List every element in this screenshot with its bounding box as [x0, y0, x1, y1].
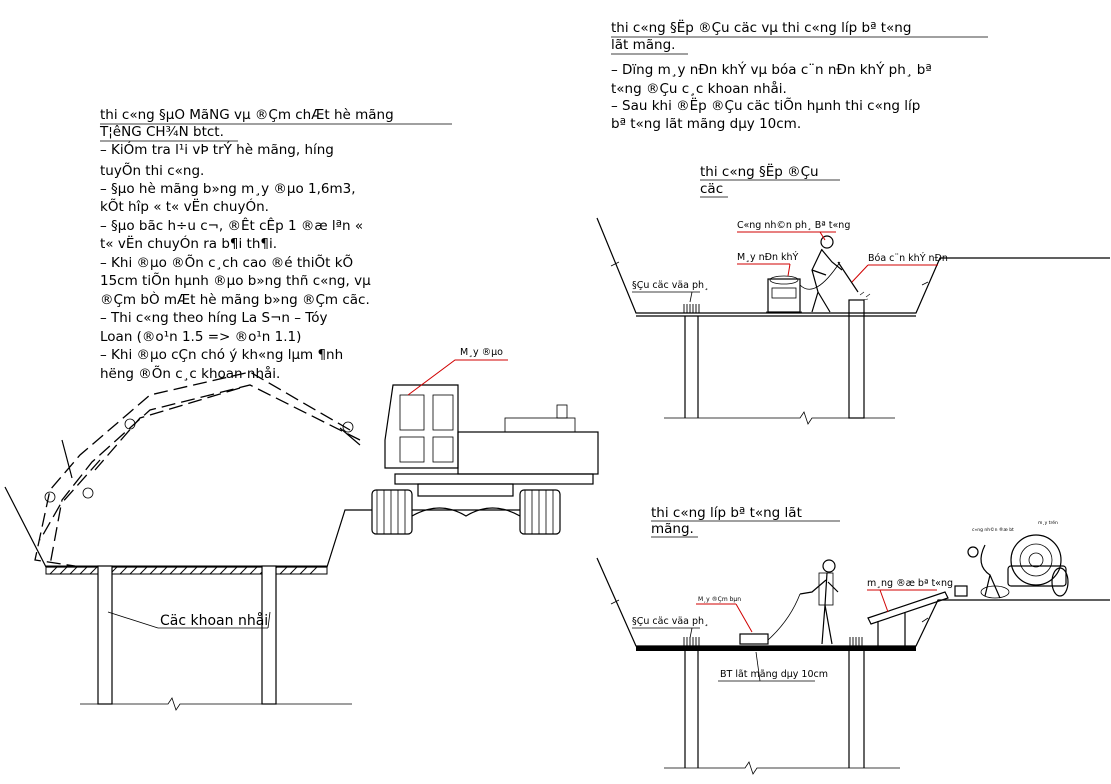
notes-left-line-6: t« vËn chuyÓn ra b¶i th¶i. [100, 234, 277, 252]
notes-left-line-8: 15cm tiÕn hµnh ®µo b»ng thñ c«ng, vµ [100, 272, 371, 289]
excavator [371, 384, 599, 535]
worker-vibrator [799, 559, 839, 645]
notes-left-title-1: thi c«ng §µO MãNG vµ ®Çm chÆt hè mãng [100, 107, 394, 123]
pile-head-title-2: cäc [700, 181, 723, 197]
notes-left-line-4: kÕt hîp « t« vËn chuyÓn. [100, 197, 269, 215]
lean-mixer-label: m¸y trén [1038, 519, 1058, 526]
pile-head-headlabel: §Çu cäc väa ph¸ [632, 280, 709, 291]
pile-head-compressor-label: M¸y nÐn khÝ [737, 251, 799, 263]
worker-jackhammer [799, 235, 871, 313]
notes-left-line-1: – KiÓm tra l¹i vÞ trÝ hè mãng, h­íng [100, 140, 334, 158]
lean-mixer-worker-label: c«ng nh©n ®æ bt [972, 526, 1014, 533]
lean-title-1: thi c«ng líp bª t«ng lãt [651, 505, 802, 521]
plate-vibrator [739, 593, 801, 645]
piles-label: Cäc khoan nhåi [160, 612, 268, 629]
notes-left-line-2: tuyÕn thi c«ng. [100, 162, 204, 179]
notes-right-title-2: lãt mãng. [611, 37, 675, 53]
notes-right-line-1: – Dïng m¸y nÐn khÝ vµ bóa c¨n nÐn khÝ ph… [611, 61, 932, 78]
notes-right: thi c«ng §Ëp ®Çu cäc vµ thi c«ng líp bª … [611, 18, 988, 132]
lean-vibrator-label: M¸y ®Çm bµn [698, 596, 741, 603]
notes-left-line-9: ®Çm bÒ mÆt hè mãng b»ng ®Çm cãc. [100, 290, 370, 308]
concrete-mixer [1007, 534, 1069, 597]
lean-concrete-label: BT lãt mãng dµy 10cm [720, 669, 828, 680]
notes-right-line-2: t«ng ®Çu c¸c khoan nhåi. [611, 80, 787, 97]
pile-head-hammer-label: Bóa c¨n khÝ nÐn [868, 252, 948, 264]
notes-left-line-10: – Thi c«ng theo h­íng La S¬n – Tóy [100, 310, 327, 326]
pile-head-worker-label: C«ng nh©n ph¸ Bª t«ng [737, 220, 850, 231]
notes-left: thi c«ng §µO MãNG vµ ®Çm chÆt hè mãng T¦… [99, 107, 452, 382]
lean-pile-head-label: §Çu cäc väa ph¸ [632, 616, 709, 627]
notes-left-title-2: T¦êNG CH¾N btct. [99, 124, 224, 140]
notes-left-line-7: – Khi ®µo ®Õn c¸ch cao ®é thiÕt kÕ [100, 254, 353, 271]
excavator-label: M¸y ®µo [460, 347, 503, 358]
notes-right-line-4: bª t«ng lãt mãng dµy 10cm. [611, 116, 801, 132]
notes-left-line-11: Loan (®o¹n 1.5 => ®o¹n 1.1) [100, 329, 301, 345]
notes-left-line-3: – §µo hè mãng b»ng m¸y ®µo 1,6m3, [100, 181, 356, 197]
excavation-section: Cäc khoan nhåi [4, 347, 599, 711]
notes-left-line-13: h­ëng ®Õn c¸c khoan nhåi. [100, 365, 280, 382]
bored-pile-left [97, 565, 113, 705]
worker-mixer [954, 544, 1010, 599]
pile-head-title-1: thi c«ng §Ëp ®Çu [700, 162, 819, 180]
notes-left-line-12: – Khi ®µo cÇn chó ý kh«ng lµm ¶nh [100, 347, 343, 363]
notes-right-line-3: – Sau khi ®Ëp ®Çu cäc tiÕn hµnh thi c«ng… [611, 96, 920, 114]
notes-left-line-5: – §µo bãc h÷u c¬, ®Êt cÊp 1 ®æ lªn « [100, 216, 363, 234]
notes-right-title-1: thi c«ng §Ëp ®Çu cäc vµ thi c«ng líp bª … [611, 18, 911, 36]
air-compressor [766, 275, 802, 313]
excavator-boom-dashed [34, 371, 361, 567]
concrete-chute [867, 591, 949, 646]
lean-chute-label: m¸ng ®æ bª t«ng [867, 578, 953, 589]
lean-concrete-section: thi c«ng líp bª t«ng lãt mãng. [596, 505, 1110, 775]
lean-title-2: mãng. [651, 521, 694, 537]
bored-pile-right [261, 565, 277, 705]
pile-head-section: thi c«ng §Ëp ®Çu cäc [596, 162, 1110, 425]
